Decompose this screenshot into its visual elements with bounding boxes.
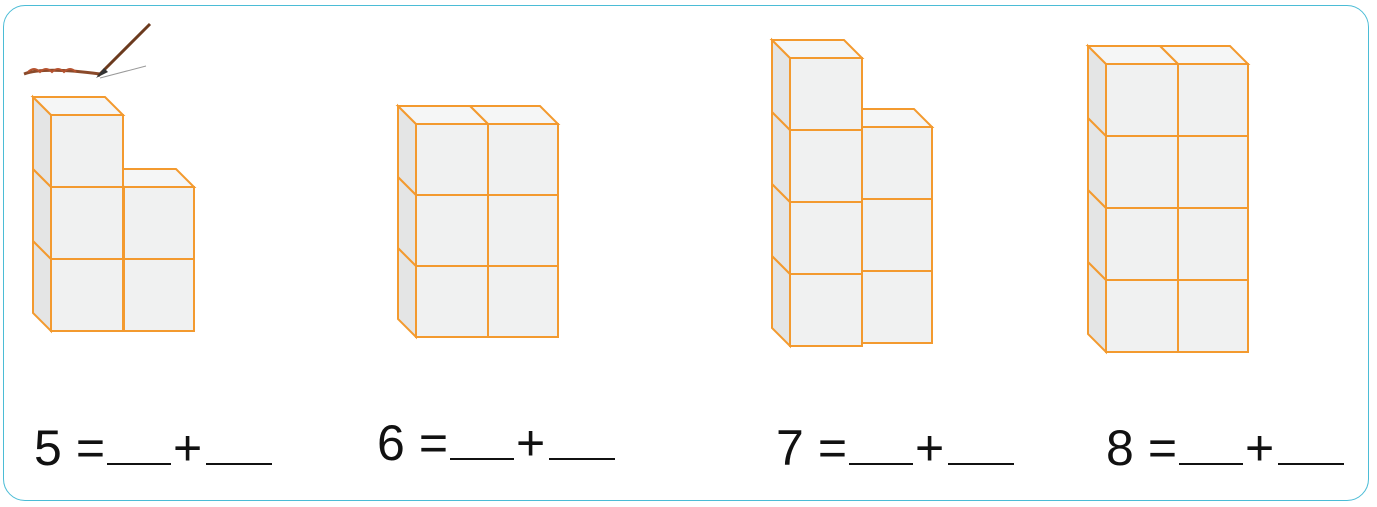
plus-sign: + <box>516 413 545 473</box>
plus-sign: + <box>173 418 202 478</box>
answer-blank-1[interactable] <box>1179 463 1243 465</box>
cube-front-face <box>1178 64 1248 136</box>
cube-front-face <box>488 266 558 337</box>
cube-front-face <box>51 115 123 187</box>
cube-front-face <box>862 271 932 343</box>
cube-front-face <box>124 187 194 259</box>
answer-blank-2[interactable] <box>206 463 272 465</box>
cube-front-face <box>790 202 862 274</box>
cube-front-face <box>790 274 862 346</box>
cube-front-face <box>790 130 862 202</box>
equals-sign: = <box>1148 418 1177 478</box>
cube-front-face <box>1178 280 1248 352</box>
cube-stack-5 <box>33 97 194 331</box>
answer-blank-2[interactable] <box>549 458 615 460</box>
plus-sign: + <box>915 418 944 478</box>
equation-6: 6 = + <box>377 413 615 473</box>
answer-blank-2[interactable] <box>948 463 1014 465</box>
answer-blank-2[interactable] <box>1278 463 1344 465</box>
cube-front-face <box>1178 208 1248 280</box>
equation-number: 8 <box>1106 418 1134 478</box>
cube-front-face <box>1106 208 1178 280</box>
cube-front-face <box>51 187 123 259</box>
cube-stack-6 <box>398 106 558 337</box>
cube-front-face <box>51 259 123 331</box>
cube-front-face <box>1178 136 1248 208</box>
answer-blank-1[interactable] <box>450 458 514 460</box>
cube-stack-7 <box>772 40 932 346</box>
cube-front-face <box>862 127 932 199</box>
equation-7: 7 = + <box>776 418 1014 478</box>
cube-front-face <box>416 266 488 337</box>
equals-sign: = <box>818 418 847 478</box>
cube-front-face <box>1106 280 1178 352</box>
answer-blank-1[interactable] <box>107 463 171 465</box>
equation-number: 7 <box>776 418 804 478</box>
cube-front-face <box>488 195 558 266</box>
equals-sign: = <box>76 418 105 478</box>
plus-sign: + <box>1245 418 1274 478</box>
cube-front-face <box>1106 136 1178 208</box>
paintbrush-logo-icon <box>24 24 150 78</box>
cube-front-face <box>488 124 558 195</box>
equation-8: 8 = + <box>1106 418 1344 478</box>
cube-front-face <box>790 58 862 130</box>
answer-blank-1[interactable] <box>849 463 913 465</box>
cube-stack-8 <box>1088 46 1248 352</box>
cube-front-face <box>1106 64 1178 136</box>
equation-number: 5 <box>34 418 62 478</box>
cube-front-face <box>124 259 194 331</box>
equals-sign: = <box>419 413 448 473</box>
equation-5: 5 = + <box>34 418 272 478</box>
cube-front-face <box>416 195 488 266</box>
equation-number: 6 <box>377 413 405 473</box>
cube-front-face <box>862 199 932 271</box>
cube-front-face <box>416 124 488 195</box>
